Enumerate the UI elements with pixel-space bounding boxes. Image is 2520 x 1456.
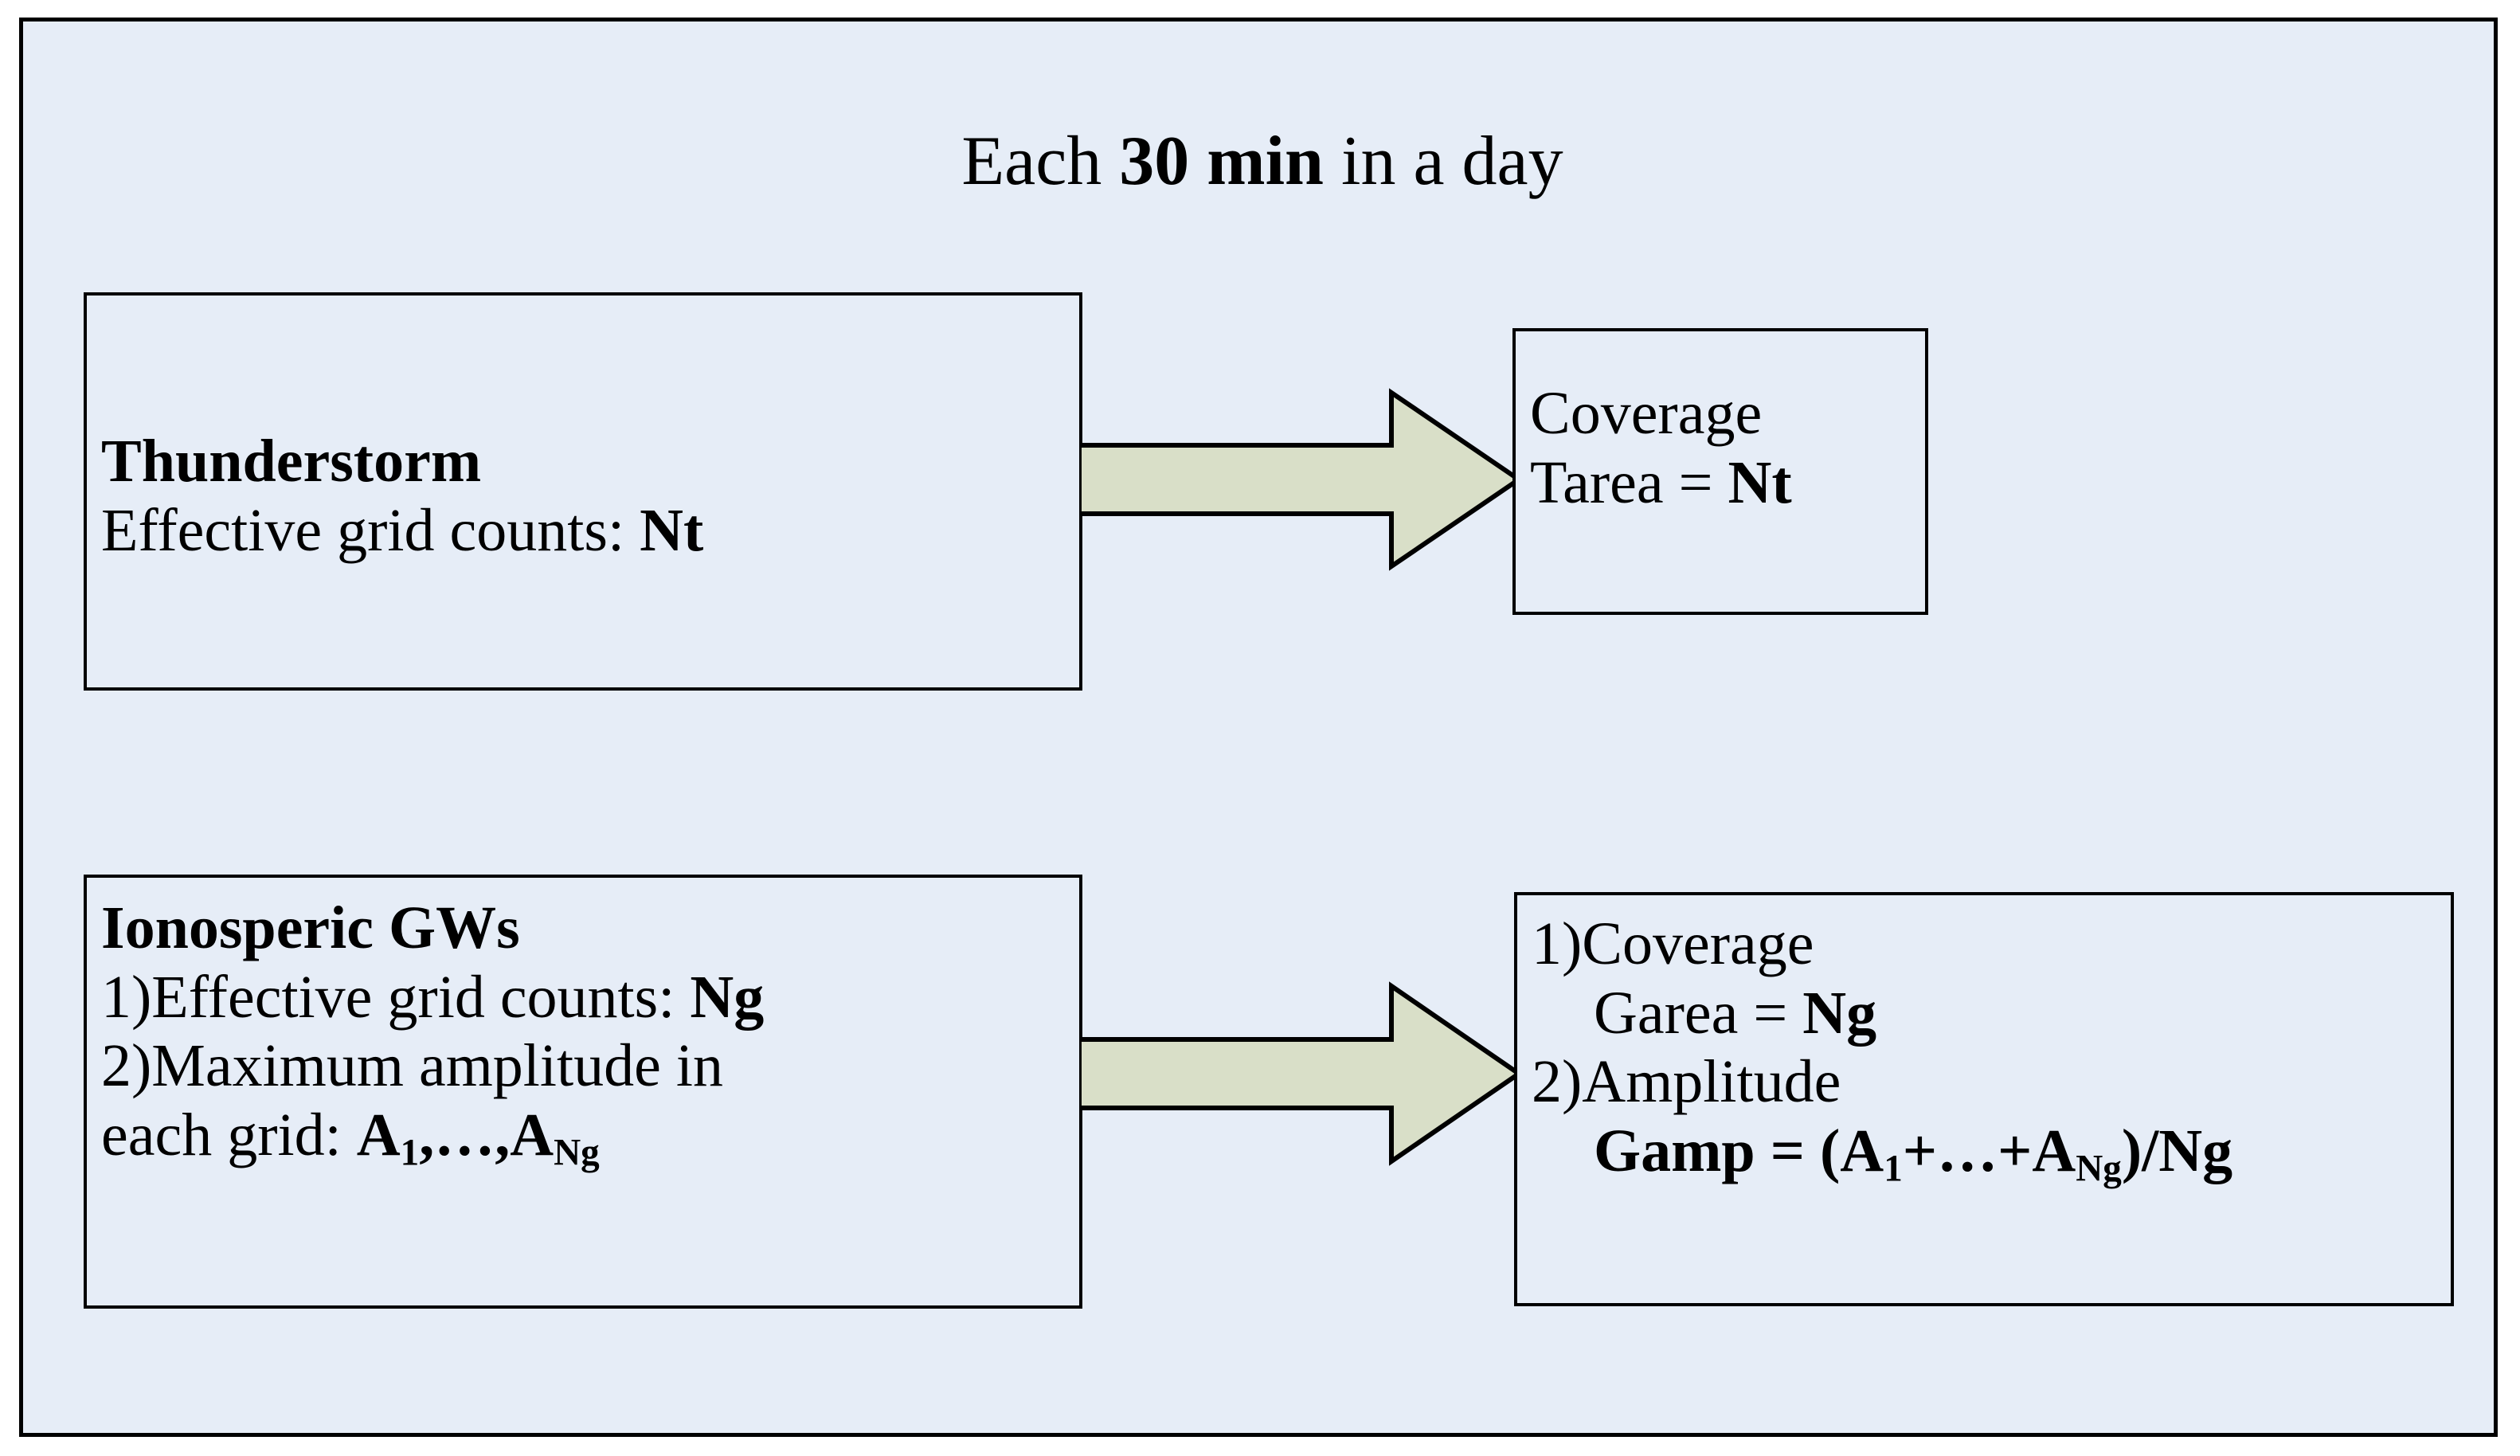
- coverage-line2-prefix: Tarea =: [1530, 448, 1728, 516]
- results-gamp-mid: +…+A: [1902, 1117, 2076, 1184]
- results-line2: Garea = Ng: [1532, 979, 2443, 1048]
- coverage-box-text: Coverage Tarea = Nt: [1530, 379, 1917, 517]
- thunderstorm-heading: Thunderstorm: [101, 428, 482, 495]
- thunderstorm-line1: Effective grid counts: Nt: [101, 496, 1071, 566]
- title-prefix: Each: [961, 123, 1120, 200]
- arrow-polygon: [1077, 388, 1524, 571]
- results-line2-symbol: Ng: [1802, 979, 1877, 1047]
- gws-box-text: Ionosperic GWs 1)Effective grid counts: …: [101, 894, 1071, 1172]
- coverage-line1: Coverage: [1530, 380, 1763, 447]
- results-gamp-formula: Gamp = (A1+…+ANg)/Ng: [1594, 1117, 2233, 1188]
- gws-a-middle: ,…,A: [419, 1101, 554, 1168]
- gws-amplitude-list: A1,…,ANg: [356, 1101, 600, 1172]
- page-title: Each 30 min in a day: [23, 123, 2502, 200]
- block-arrow-shape: [1077, 388, 1524, 571]
- coverage-line2: Tarea = Nt: [1530, 448, 1917, 518]
- gws-line1-prefix: 1)Effective grid counts:: [101, 963, 691, 1031]
- results-box-text: 1)Coverage Garea = Ng 2)Amplitude Gamp =…: [1532, 910, 2443, 1188]
- thunderstorm-line1-symbol: Nt: [640, 496, 704, 564]
- gws-line2: 2)Maximum amplitude in: [101, 1032, 724, 1100]
- gws-line1: 1)Effective grid counts: Ng: [101, 963, 1071, 1032]
- arrow-right-icon-bottom: [1077, 981, 1524, 1166]
- gws-results-box: 1)Coverage Garea = Ng 2)Amplitude Gamp =…: [1514, 892, 2454, 1306]
- results-gamp-subscript-ng: Ng: [2076, 1148, 2122, 1190]
- results-line1: 1)Coverage: [1532, 910, 1814, 977]
- results-line3: 2)Amplitude: [1532, 1048, 1841, 1116]
- slide-frame: Each 30 min in a day Thunderstorm Effect…: [19, 18, 2498, 1437]
- thunderstorm-box-text: Thunderstorm Effective grid counts: Nt: [101, 427, 1071, 565]
- gws-a-symbol: A: [356, 1101, 401, 1168]
- title-suffix: in a day: [1324, 123, 1563, 200]
- arrow-polygon: [1077, 981, 1524, 1166]
- thunderstorm-box: Thunderstorm Effective grid counts: Nt: [84, 292, 1082, 691]
- title-bold-interval: 30 min: [1119, 123, 1324, 200]
- results-gamp-subscript-1: 1: [1884, 1148, 1903, 1190]
- gws-line3-prefix: each grid:: [101, 1101, 357, 1168]
- gws-line1-symbol: Ng: [690, 963, 765, 1031]
- gws-line3: each grid: A1,…,ANg: [101, 1101, 1071, 1172]
- arrow-right-icon-top: [1077, 388, 1524, 571]
- thunderstorm-line1-prefix: Effective grid counts:: [101, 496, 640, 564]
- coverage-line2-symbol: Nt: [1728, 448, 1792, 516]
- coverage-result-box: Coverage Tarea = Nt: [1512, 328, 1928, 615]
- block-arrow-shape: [1077, 981, 1524, 1166]
- gws-a-subscript-1: 1: [400, 1132, 420, 1174]
- results-gamp-post: )/Ng: [2121, 1117, 2233, 1184]
- results-gamp-pre: Gamp = (A: [1594, 1117, 1884, 1184]
- gws-heading: Ionosperic GWs: [101, 894, 520, 961]
- results-line2-prefix: Garea =: [1594, 979, 1803, 1047]
- results-line4: Gamp = (A1+…+ANg)/Ng: [1532, 1117, 2443, 1188]
- gws-a-subscript-ng: Ng: [554, 1132, 600, 1174]
- ionospheric-gws-box: Ionosperic GWs 1)Effective grid counts: …: [84, 875, 1082, 1309]
